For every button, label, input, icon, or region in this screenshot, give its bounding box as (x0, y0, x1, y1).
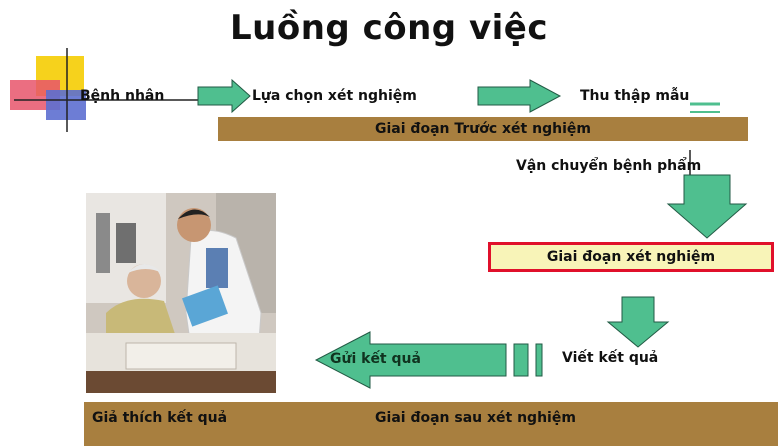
doctor-patient-illustration (86, 193, 276, 393)
pre-analytic-stage-label: Giai đoạn Trước xét nghiệm (375, 121, 591, 137)
analytic-stage-box: Giai đoạn xét nghiệm (488, 242, 774, 272)
transport-label: Vận chuyển bệnh phẩm (516, 158, 702, 174)
arrow-left-send (314, 331, 507, 389)
analytic-stage-label: Giai đoạn xét nghiệm (546, 249, 716, 265)
arrow-down-1 (666, 174, 748, 239)
arrow-right-1 (197, 78, 251, 114)
blue-square-decoration (46, 90, 86, 120)
interpret-result-label: Giả thích kết quả (92, 410, 228, 426)
arrow-right-2 (477, 79, 562, 113)
step-select-test: Lựa chọn xét nghiệm (252, 88, 417, 104)
write-result-label: Viết kết quả (562, 350, 659, 366)
doctor-patient-photo (86, 193, 276, 393)
post-analytic-stage-bar: Giả thích kết quả Giai đoạn sau xét nghi… (84, 402, 778, 446)
step-collect-sample: Thu thập mẫu (580, 88, 690, 104)
slide-title: Luồng công việc (229, 8, 549, 48)
arrow-down-2 (606, 296, 670, 348)
arrow-tail-block-2 (535, 343, 543, 377)
step-patient: Bệnh nhân (80, 88, 165, 104)
pre-analytic-stage-bar: Giai đoạn Trước xét nghiệm (218, 117, 748, 141)
post-analytic-stage-label: Giai đoạn sau xét nghiệm (375, 410, 576, 426)
send-result-label: Gửi kết quả (330, 351, 421, 367)
arrow-tail-block-1 (513, 343, 529, 377)
